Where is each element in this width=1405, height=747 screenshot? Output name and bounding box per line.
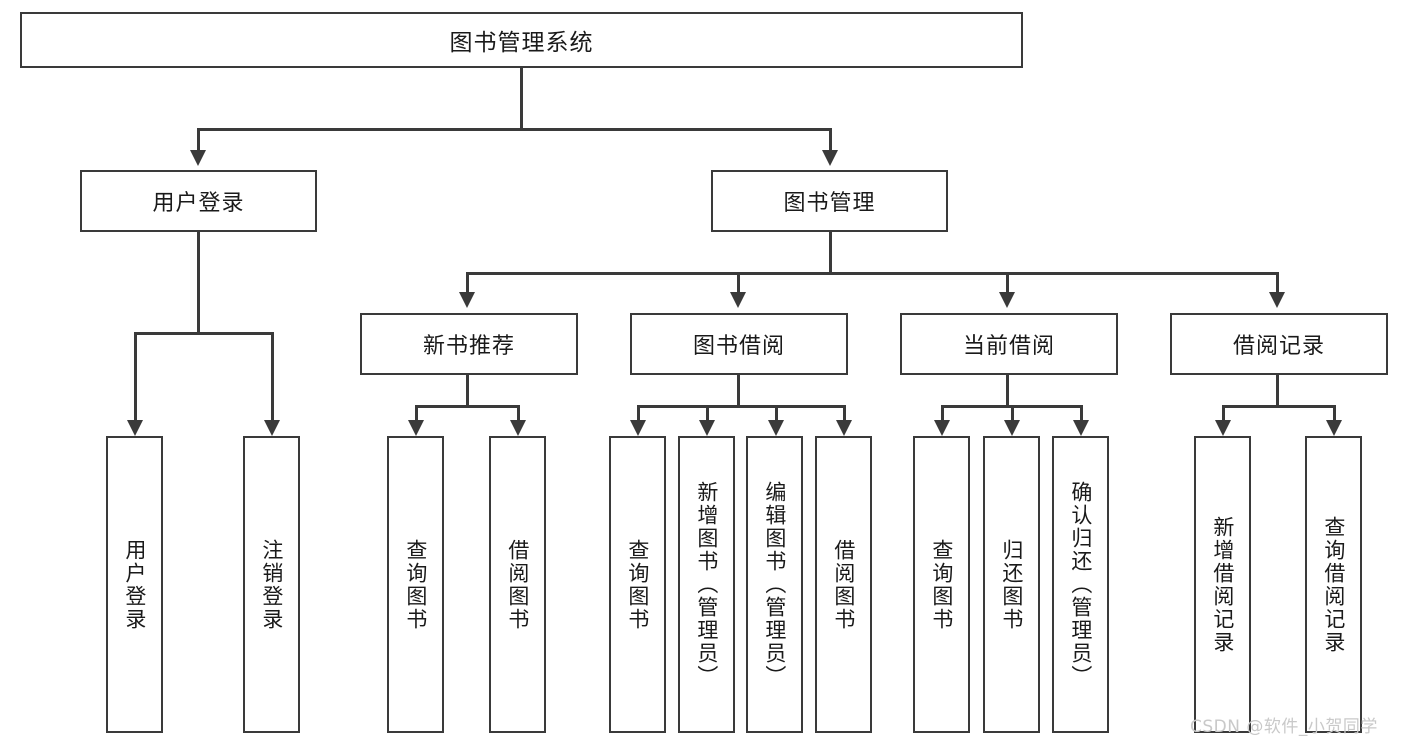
arrow-cb-to-leaf-1 xyxy=(1004,420,1020,436)
arrow-bm-to-book-borrow xyxy=(730,292,746,308)
connector-bm-to-current-borrow xyxy=(1006,272,1009,292)
node-user-login[interactable]: 用户登录 xyxy=(80,170,317,232)
node-label: 确认归还（管理员） xyxy=(1068,481,1093,688)
node-root-book-management-system[interactable]: 图书管理系统 xyxy=(20,12,1023,68)
node-label: 用户登录 xyxy=(122,538,147,631)
leaf-current-borrow-0[interactable]: 查询图书 xyxy=(913,436,970,733)
node-label: 图书管理 xyxy=(783,191,876,216)
node-label: 借阅记录 xyxy=(1232,334,1325,359)
connector-root-bar xyxy=(197,128,832,131)
leaf-book-borrow-1[interactable]: 新增图书（管理员） xyxy=(678,436,735,733)
arrow-bb-to-leaf-1 xyxy=(699,420,715,436)
node-label: 图书借阅 xyxy=(692,334,785,359)
connector-book-borrow-stem xyxy=(737,375,740,407)
node-label: 新增图书（管理员） xyxy=(694,481,719,688)
node-label: 借阅图书 xyxy=(831,538,856,631)
arrow-bm-to-new-book xyxy=(459,292,475,308)
node-book-management[interactable]: 图书管理 xyxy=(711,170,948,232)
node-label: 图书管理系统 xyxy=(449,30,594,56)
connector-root-to-user-login xyxy=(197,128,200,150)
connector-cb-to-leaf-2 xyxy=(1080,405,1083,421)
connector-borrow-record-bar xyxy=(1222,405,1336,408)
node-label: 编辑图书（管理员） xyxy=(762,481,787,688)
connector-user-login-to-leaf-0 xyxy=(134,332,137,420)
leaf-current-borrow-1[interactable]: 归还图书 xyxy=(983,436,1040,733)
node-label: 注销登录 xyxy=(259,538,284,631)
arrow-br-to-leaf-0 xyxy=(1215,420,1231,436)
connector-bb-to-leaf-3 xyxy=(843,405,846,421)
node-book-borrow[interactable]: 图书借阅 xyxy=(630,313,848,375)
arrow-user-login-to-leaf-0 xyxy=(127,420,143,436)
node-label: 借阅图书 xyxy=(505,538,530,631)
node-label: 当前借阅 xyxy=(962,334,1055,359)
connector-new-book-stem xyxy=(466,375,469,407)
connector-bm-to-borrow-record xyxy=(1276,272,1279,292)
connector-new-book-bar xyxy=(415,405,520,408)
connector-bb-to-leaf-2 xyxy=(775,405,778,421)
arrow-new-book-to-leaf-0 xyxy=(408,420,424,436)
connector-br-to-leaf-1 xyxy=(1333,405,1336,421)
connector-br-to-leaf-0 xyxy=(1222,405,1225,421)
arrow-cb-to-leaf-0 xyxy=(934,420,950,436)
arrow-root-to-user-login xyxy=(190,150,206,166)
connector-cb-to-leaf-1 xyxy=(1011,405,1014,421)
connector-user-login-to-leaf-1 xyxy=(271,332,274,420)
node-current-borrow[interactable]: 当前借阅 xyxy=(900,313,1118,375)
arrow-bb-to-leaf-3 xyxy=(836,420,852,436)
leaf-borrow-record-0[interactable]: 新增借阅记录 xyxy=(1194,436,1251,733)
connector-current-borrow-stem xyxy=(1006,375,1009,407)
node-label: 查询图书 xyxy=(929,538,954,631)
connector-root-to-book-management xyxy=(829,128,832,150)
connector-user-login-bar xyxy=(134,332,274,335)
connector-book-management-stem xyxy=(829,232,832,274)
connector-borrow-record-stem xyxy=(1276,375,1279,407)
connector-bm-to-new-book xyxy=(466,272,469,292)
arrow-bm-to-borrow-record xyxy=(1269,292,1285,308)
connector-bb-to-leaf-0 xyxy=(637,405,640,421)
arrow-user-login-to-leaf-1 xyxy=(264,420,280,436)
connector-book-management-bar xyxy=(466,272,1279,275)
arrow-bm-to-current-borrow xyxy=(999,292,1015,308)
leaf-current-borrow-2[interactable]: 确认归还（管理员） xyxy=(1052,436,1109,733)
node-borrow-record[interactable]: 借阅记录 xyxy=(1170,313,1388,375)
arrow-bb-to-leaf-0 xyxy=(630,420,646,436)
node-label: 用户登录 xyxy=(152,191,245,216)
connector-bm-to-book-borrow xyxy=(737,272,740,292)
connector-cb-to-leaf-0 xyxy=(941,405,944,421)
arrow-cb-to-leaf-2 xyxy=(1073,420,1089,436)
leaf-new-book-recommend-1[interactable]: 借阅图书 xyxy=(489,436,546,733)
leaf-book-borrow-2[interactable]: 编辑图书（管理员） xyxy=(746,436,803,733)
node-label: 归还图书 xyxy=(999,538,1024,631)
node-label: 查询借阅记录 xyxy=(1321,515,1346,654)
node-label: 查询图书 xyxy=(403,538,428,631)
node-label: 新书推荐 xyxy=(422,334,515,359)
node-label: 查询图书 xyxy=(625,538,650,631)
leaf-book-borrow-3[interactable]: 借阅图书 xyxy=(815,436,872,733)
connector-new-book-to-leaf-1 xyxy=(517,405,520,421)
arrow-new-book-to-leaf-1 xyxy=(510,420,526,436)
node-label: 新增借阅记录 xyxy=(1210,515,1235,654)
arrow-bb-to-leaf-2 xyxy=(768,420,784,436)
leaf-user-login-0[interactable]: 用户登录 xyxy=(106,436,163,733)
connector-new-book-to-leaf-0 xyxy=(415,405,418,421)
connector-root-stem xyxy=(520,68,523,130)
leaf-user-login-1[interactable]: 注销登录 xyxy=(243,436,300,733)
arrow-br-to-leaf-1 xyxy=(1326,420,1342,436)
node-new-book-recommend[interactable]: 新书推荐 xyxy=(360,313,578,375)
leaf-new-book-recommend-0[interactable]: 查询图书 xyxy=(387,436,444,733)
arrow-root-to-book-management xyxy=(822,150,838,166)
connector-bb-to-leaf-1 xyxy=(706,405,709,421)
leaf-borrow-record-1[interactable]: 查询借阅记录 xyxy=(1305,436,1362,733)
connector-user-login-stem xyxy=(197,232,200,334)
connector-book-borrow-bar xyxy=(637,405,845,408)
leaf-book-borrow-0[interactable]: 查询图书 xyxy=(609,436,666,733)
